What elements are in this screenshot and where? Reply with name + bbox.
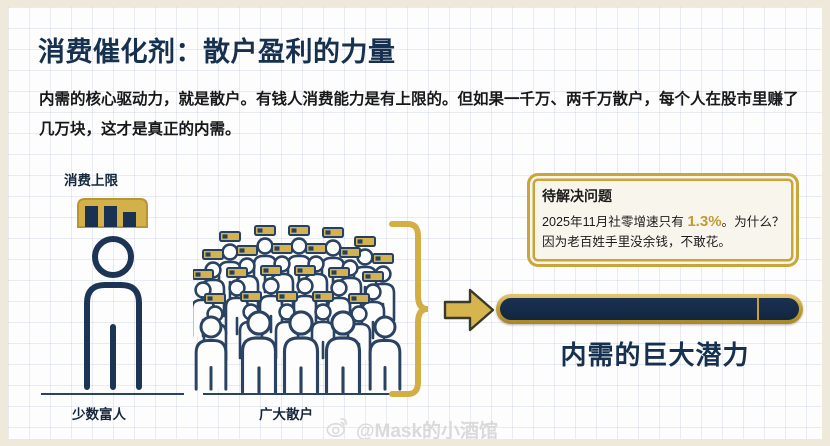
weibo-icon [326,415,349,439]
retail-crowd-icon [190,219,403,395]
rich-person-icon [70,235,156,393]
potential-bar-fill [500,298,799,320]
potential-bar-divider [757,298,759,320]
retail-group-label: 广大散户 [259,407,313,422]
callout-text-before: 2025年11月社零增速只有 [542,215,688,229]
problem-callout: 待解决问题 2025年11月社零增速只有 1.3%。为什么？因为老百姓手里没余钱… [527,173,799,267]
page-subtitle: 内需的核心驱动力，就是散户。有钱人消费能力是有上限的。但如果一千万、两千万散户，… [39,91,799,138]
rich-baseline [41,393,184,395]
potential-caption: 内需的巨大潜力 [560,340,750,370]
watermark: @Mask的小酒馆 [326,415,498,439]
page-title: 消费催化剂：散户盈利的力量 [38,37,396,67]
callout-text-after: 。为什么？因为老百姓手里没余钱，不敢花。 [542,215,785,249]
callout-title: 待解决问题 [542,188,612,204]
potential-bar-frame [496,294,803,324]
rich-group-label: 少数富人 [72,407,126,422]
potential-bar [496,294,803,324]
flow-arrow-icon [442,286,496,334]
consumption-ceiling-label: 消费上限 [64,173,118,188]
consumption-ceiling-icon [75,197,150,229]
infographic-card: 消费催化剂：散户盈利的力量 内需的核心驱动力，就是散户。有钱人消费能力是有上限的… [8,7,822,439]
crowd-baseline [203,393,393,395]
watermark-text: @Mask的小酒馆 [356,421,499,439]
grouping-brace-icon [386,221,430,397]
callout-highlight-value: 1.3% [687,213,722,230]
callout-body: 2025年11月社零增速只有 1.3%。为什么？因为老百姓手里没余钱，不敢花。 [542,212,786,252]
